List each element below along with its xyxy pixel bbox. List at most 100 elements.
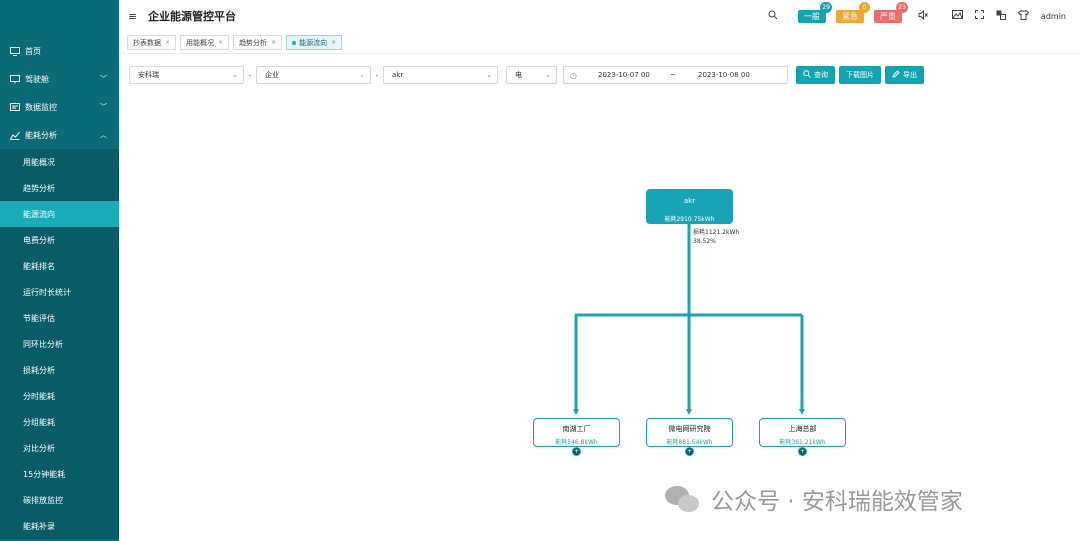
sidebar-subitem[interactable]: 运行时长统计 bbox=[23, 287, 71, 297]
tab-label: 用能概况 bbox=[186, 38, 215, 47]
sidebar-item-energy-analysis[interactable]: 能耗分析 ︿ bbox=[0, 121, 119, 149]
query-button[interactable]: 查询 bbox=[796, 66, 835, 84]
sidebar-subitem[interactable]: 电费分析 bbox=[23, 235, 55, 245]
alarm-severe-button[interactable]: 严重 23 bbox=[873, 1, 908, 23]
energy-analysis-submenu: 用能概况趋势分析能源流向电费分析能耗排名运行时长统计节能评估同环比分析损耗分析分… bbox=[0, 149, 119, 539]
page-title: 企业能源管控平台 bbox=[148, 10, 236, 23]
mute-icon[interactable] bbox=[918, 9, 928, 23]
target-select[interactable]: akr⌄ bbox=[383, 66, 498, 84]
separator: - bbox=[248, 70, 252, 80]
tab-trend-analysis[interactable]: 趋势分析× bbox=[233, 35, 283, 50]
tab-energy-overview[interactable]: 用能概况× bbox=[180, 35, 230, 50]
sidebar-subitem[interactable]: 趋势分析 bbox=[23, 183, 55, 193]
loss-percent: 38.52% bbox=[693, 238, 716, 245]
expand-node-button[interactable]: + bbox=[572, 447, 581, 456]
menu-toggle-icon[interactable]: ≡ bbox=[128, 9, 138, 23]
sidebar-item-cockpit[interactable]: 驾驶舱 ﹀ bbox=[0, 65, 119, 93]
tab-meter-data[interactable]: 抄表数据 × bbox=[127, 35, 177, 50]
expand-node-button[interactable]: + bbox=[685, 447, 694, 456]
sidebar-subitem[interactable]: 分组能耗 bbox=[23, 417, 55, 427]
watermark: 公众号 · 安科瑞能效管家 bbox=[665, 482, 963, 516]
sidebar-subitem[interactable]: 节能评估 bbox=[23, 313, 55, 323]
chevron-down-icon: ﹀ bbox=[100, 75, 107, 83]
data-icon bbox=[10, 102, 20, 112]
end-date[interactable]: 2023-10-08 00 bbox=[698, 71, 750, 79]
image-icon[interactable] bbox=[951, 10, 963, 22]
close-icon[interactable]: × bbox=[271, 39, 277, 46]
alarm-normal-button[interactable]: 一般 29 bbox=[797, 1, 832, 23]
loss-value: 损耗1121.2kWh bbox=[693, 229, 740, 236]
company-select[interactable]: 安科瑞 ⌄ bbox=[129, 66, 244, 84]
chevron-up-icon: ︿ bbox=[100, 131, 107, 139]
search-icon[interactable] bbox=[768, 10, 778, 23]
watermark-text: 公众号 · 安科瑞能效管家 bbox=[711, 489, 963, 515]
tab-label: 趋势分析 bbox=[239, 38, 268, 47]
export-button[interactable]: 导出 bbox=[885, 66, 924, 84]
loss-label: 损耗1121.2kWh 38.52% bbox=[693, 228, 739, 246]
sidebar-item-label: 驾驶舱 bbox=[25, 74, 49, 84]
alarm-urgent-button[interactable]: 紧急 0 bbox=[835, 1, 870, 23]
clock-icon: ◷ bbox=[570, 70, 577, 80]
tab-label: 抄表数据 bbox=[133, 38, 161, 47]
sidebar-item-data-monitor[interactable]: 数据监控 ﹀ bbox=[0, 93, 119, 121]
flow-child-node[interactable]: 微电网研究院 能耗881.54kWh bbox=[646, 418, 733, 447]
chevron-down-icon: ⌄ bbox=[232, 71, 238, 79]
close-icon[interactable]: × bbox=[331, 39, 337, 46]
select-value: 企业 bbox=[265, 71, 279, 79]
download-image-button[interactable]: 下载图片 bbox=[839, 66, 881, 84]
top-header: ≡ 企业能源管控平台 一般 29 紧急 0 严重 23 bbox=[119, 0, 1080, 32]
sidebar-item-home[interactable]: 首页 bbox=[0, 37, 119, 65]
monitor-icon bbox=[10, 46, 20, 56]
active-dot-icon bbox=[292, 40, 297, 45]
range-separator: ~ bbox=[670, 71, 676, 79]
tab-bar: 抄表数据× 用能概况× 趋势分析× 能源流向× bbox=[119, 32, 1080, 54]
theme-shirt-icon[interactable] bbox=[1017, 9, 1030, 23]
sidebar-subitem[interactable]: 15分钟能耗 bbox=[23, 469, 66, 479]
select-value: 安科瑞 bbox=[138, 71, 159, 79]
search-icon bbox=[803, 70, 811, 80]
alarm-count-badge: 23 bbox=[896, 1, 908, 13]
sidebar-subitem[interactable]: 同环比分析 bbox=[23, 339, 63, 349]
close-icon[interactable]: × bbox=[165, 39, 171, 46]
flow-child-node[interactable]: 南湖工厂 能耗546.8kWh bbox=[533, 418, 620, 447]
button-label: 导出 bbox=[903, 71, 917, 79]
fullscreen-icon[interactable] bbox=[974, 10, 984, 22]
flow-root-node[interactable]: akr 能耗2910.75kWh bbox=[646, 189, 733, 224]
node-value: 能耗881.54kWh bbox=[666, 439, 713, 446]
level-select[interactable]: 企业 ⌄ bbox=[256, 66, 371, 84]
sidebar-subitem[interactable]: 损耗分析 bbox=[23, 365, 55, 375]
chevron-down-icon: ⌄ bbox=[486, 71, 492, 79]
close-icon[interactable]: × bbox=[218, 39, 224, 46]
header-toolbar: 一般 29 紧急 0 严重 23 admin bbox=[762, 0, 1080, 32]
filter-bar: 安科瑞 ⌄ - 企业 ⌄ - akr⌄ 电⌄ ◷ 2023-10-07 00 ~ 2… bbox=[129, 66, 924, 84]
layout-icon[interactable] bbox=[996, 10, 1006, 23]
user-name[interactable]: admin bbox=[1040, 11, 1066, 21]
alarm-label: 严重 bbox=[879, 11, 896, 21]
sidebar-subitem[interactable]: 能耗补录 bbox=[23, 521, 55, 531]
expand-node-button[interactable]: + bbox=[798, 447, 807, 456]
sidebar-subitem[interactable]: 对比分析 bbox=[23, 443, 55, 453]
tab-energy-flow[interactable]: 能源流向× bbox=[286, 35, 343, 50]
sidebar-subitem[interactable]: 分时能耗 bbox=[23, 391, 55, 401]
sidebar-subitem[interactable]: 碳排放监控 bbox=[23, 495, 63, 505]
sidebar-item-label: 首页 bbox=[25, 46, 41, 56]
flow-child-node[interactable]: 上海总部 能耗361.21kWh bbox=[759, 418, 846, 447]
edit-icon bbox=[892, 70, 900, 80]
date-range-picker[interactable]: ◷ 2023-10-07 00 ~ 2023-10-08 00 bbox=[563, 66, 788, 84]
alarm-label: 一般 bbox=[803, 11, 820, 21]
button-label: 下载图片 bbox=[846, 71, 874, 79]
node-name: 微电网研究院 bbox=[668, 425, 711, 433]
node-value: 能耗361.21kWh bbox=[779, 439, 826, 446]
chevron-down-icon: ⌄ bbox=[545, 71, 551, 79]
screen-icon bbox=[10, 74, 20, 84]
start-date[interactable]: 2023-10-07 00 bbox=[598, 71, 650, 79]
button-label: 查询 bbox=[814, 71, 828, 79]
sidebar-subitem[interactable]: 用能概况 bbox=[23, 157, 55, 167]
sidebar-subitem[interactable]: 能耗排名 bbox=[23, 261, 55, 271]
separator: - bbox=[375, 70, 379, 80]
chevron-down-icon: ⌄ bbox=[359, 71, 365, 79]
node-value: 能耗2910.75kWh bbox=[664, 216, 715, 223]
energy-type-select[interactable]: 电⌄ bbox=[506, 66, 557, 84]
sidebar-subitem[interactable]: 能源流向 bbox=[0, 201, 119, 227]
